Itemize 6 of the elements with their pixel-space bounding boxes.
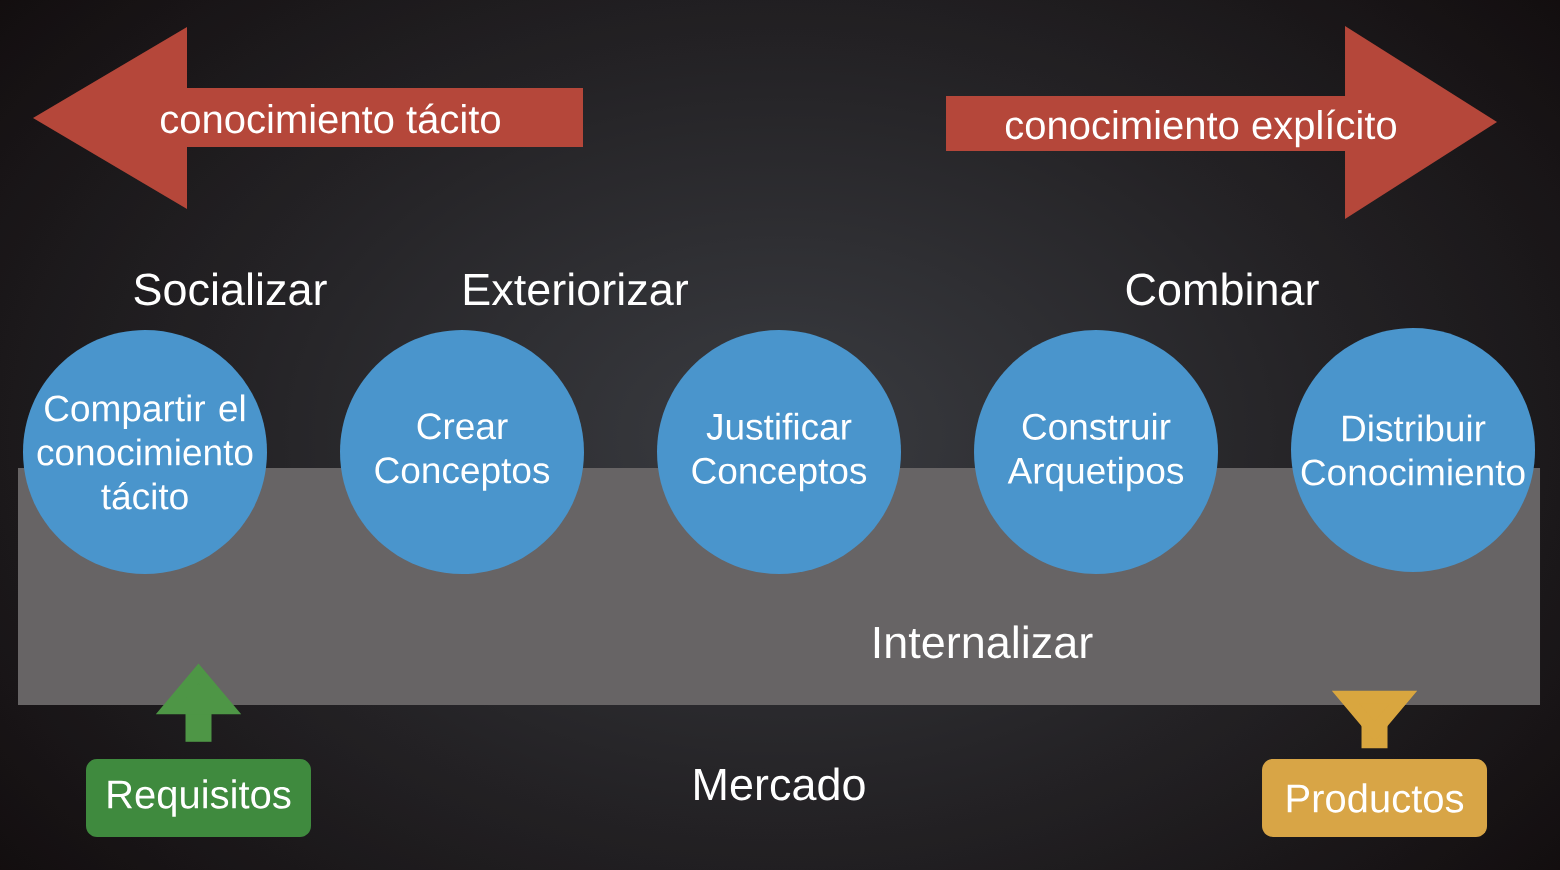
rounded-box: Productos [1262,759,1487,837]
zone-label: Mercado [695,767,865,801]
stage-label: Combinar [1126,272,1319,306]
stage-label: Exteriorizar [464,272,688,306]
rounded-box: Requisitos [86,759,311,837]
stage-label: Socializar [134,272,327,306]
